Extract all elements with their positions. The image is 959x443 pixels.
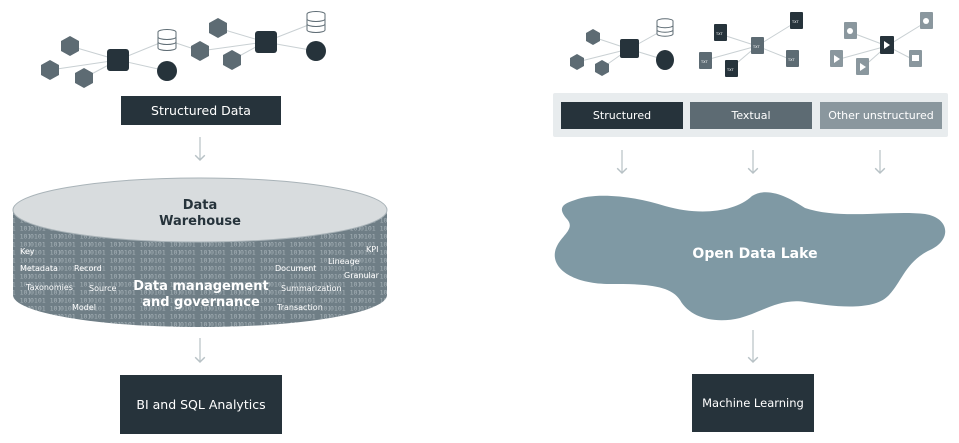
lake-title: Open Data Lake	[692, 246, 818, 262]
tag-kpi: KPI	[366, 245, 379, 254]
warehouse-cylinder	[12, 177, 388, 327]
tag-lineage: Lineage	[328, 257, 360, 266]
tag-document: Document	[275, 264, 317, 273]
structured-data-box: Structured Data	[121, 96, 281, 125]
tag-transaction: Transaction	[277, 303, 323, 312]
left-database-icons	[157, 11, 326, 51]
governance-title-line1: Data management	[133, 279, 269, 294]
right-document-icons: TXT TXT TXT TXT TXT TXT	[699, 12, 803, 77]
right-network-icon	[570, 18, 674, 76]
data-lake-shape	[554, 192, 946, 321]
left-hub-nodes	[107, 31, 326, 81]
source-unstructured-box: Other unstructured	[820, 102, 942, 129]
tag-taxonomies: Taxonomies	[26, 283, 73, 292]
source-structured-label: Structured	[592, 109, 652, 122]
structured-data-label: Structured Data	[151, 103, 251, 118]
tag-key: Key	[20, 247, 35, 256]
svg-text:TXT: TXT	[700, 60, 708, 64]
tag-granular: Granular	[344, 271, 379, 280]
governance-title-line2: and governance	[142, 295, 260, 310]
tag-summarization: Summarization	[281, 284, 342, 293]
machine-learning-box: Machine Learning	[692, 374, 814, 432]
tag-metadata: Metadata	[20, 264, 58, 273]
bi-sql-analytics-label: BI and SQL Analytics	[136, 397, 266, 412]
source-unstructured-label: Other unstructured	[828, 109, 934, 122]
tag-record: Record	[74, 264, 102, 273]
svg-text:TXT: TXT	[791, 20, 799, 24]
tag-model: Model	[72, 303, 97, 312]
svg-text:TXT: TXT	[787, 58, 795, 62]
warehouse-title-line1: Data	[182, 198, 218, 213]
source-textual-box: Textual	[690, 102, 812, 129]
svg-text:TXT: TXT	[726, 68, 734, 72]
tag-source: Source	[89, 284, 117, 293]
source-textual-label: Textual	[731, 109, 771, 122]
bi-sql-analytics-box: BI and SQL Analytics	[120, 375, 282, 434]
warehouse-title-line2: Warehouse	[159, 214, 241, 229]
machine-learning-label: Machine Learning	[702, 396, 804, 410]
svg-text:TXT: TXT	[752, 45, 760, 49]
left-hexagon-nodes	[41, 18, 241, 88]
svg-text:TXT: TXT	[715, 32, 723, 36]
source-structured-box: Structured	[561, 102, 683, 129]
right-media-icons	[830, 12, 933, 75]
